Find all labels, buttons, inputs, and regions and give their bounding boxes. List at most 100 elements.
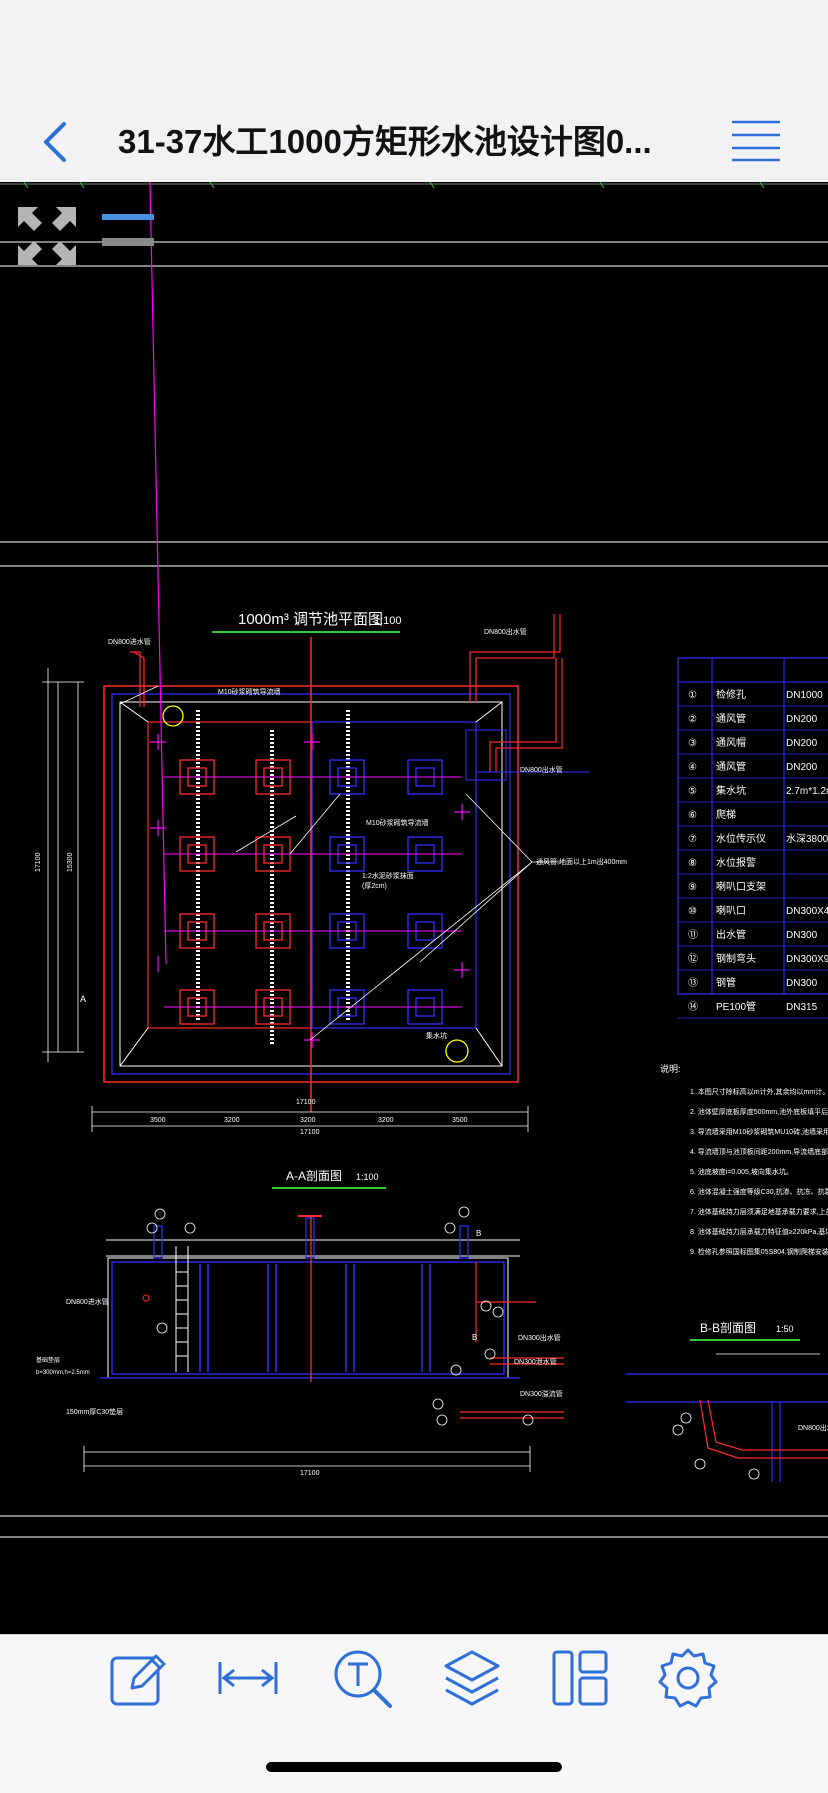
label-dn800-in-left: DN800进水管 xyxy=(66,1297,109,1306)
table-cell-spec: DN315 xyxy=(786,1002,818,1013)
table-cell-name: 钢制弯头 xyxy=(716,952,756,965)
dim-pitch-5: 3500 xyxy=(452,1117,468,1124)
zoom-out-icon[interactable] xyxy=(100,208,156,248)
text-search-icon[interactable] xyxy=(330,1646,394,1710)
table-cell-name: 通风管 xyxy=(716,712,746,725)
table-cell-no: ⑬ xyxy=(688,977,698,989)
table-cell-name: 集水坑 xyxy=(716,784,746,797)
fit-to-screen-icon[interactable] xyxy=(14,203,80,269)
label-thickness: (厚2cm) xyxy=(362,882,387,890)
table-cell-spec: DN300X90° xyxy=(786,954,828,965)
note-line: 5. 池底坡度i=0.005,坡向集水坑。 xyxy=(690,1167,793,1176)
table-cell-spec: DN1000 xyxy=(786,690,823,701)
note-line: 6. 池体混凝土强度等级C30,抗渗、抗冻、抗裂按设计要求。 xyxy=(690,1187,828,1196)
section-aa-scale: 1:100 xyxy=(356,1172,379,1182)
equipment-table: ① 检修孔 DN1000 ② 通风管 DN200 ③ 通风帽 DN200 ④ 通风管 DN200 ⑤ 集水… xyxy=(677,657,828,1019)
table-cell-no: ⑦ xyxy=(688,834,697,845)
navigation-bar xyxy=(0,0,828,182)
table-cell-no: ⑥ xyxy=(688,810,697,821)
notes-heading: 说明: xyxy=(660,1063,681,1074)
dim-pitch-3: 3200 xyxy=(300,1117,316,1124)
note-line: 1. 本图尺寸除标高以m计外,其余均以mm计。 xyxy=(690,1087,828,1096)
section-bb-title: B-B剖面图 xyxy=(700,1321,756,1335)
note-line: 9. 检修孔参照国标图集05S804,钢制爬梯安装详见图集。 xyxy=(690,1247,828,1256)
table-cell-no: ② xyxy=(688,714,697,725)
table-cell-spec: 水深3800 xyxy=(786,833,828,845)
section-bb-scale: 1:50 xyxy=(776,1324,794,1334)
label-vent: 通风管,地面以上1m出400mm xyxy=(536,857,627,866)
dim-bottom-inner: 17100 xyxy=(296,1099,316,1106)
section-bb: B-B剖面图 1:50 DN800出水管 xyxy=(626,1321,828,1482)
table-cell-spec: DN300 xyxy=(786,978,818,989)
label-dn300-overflow: DN300溢流管 xyxy=(520,1389,563,1398)
section-aa: A-A剖面图 1:100 xyxy=(36,1169,564,1477)
measure-icon[interactable] xyxy=(216,1646,280,1710)
table-cell-no: ④ xyxy=(688,762,697,773)
cad-drawing-canvas[interactable]: 1000m³ 调节池平面图 1:100 xyxy=(0,182,828,1634)
note-line: 4. 导流墙顶与池顶板间距200mm,导流墙底部预留2000mm。 xyxy=(690,1147,828,1156)
table-cell-no: ⑨ xyxy=(688,882,697,893)
table-cell-spec: DN300 xyxy=(786,930,818,941)
table-cell-spec: DN200 xyxy=(786,738,818,749)
table-cell-no: ⑩ xyxy=(688,906,697,917)
label-sump: 集水坑 xyxy=(426,1031,447,1040)
back-chevron-icon[interactable] xyxy=(36,118,76,166)
home-indicator[interactable] xyxy=(266,1762,562,1772)
table-cell-name: 通风帽 xyxy=(716,736,746,749)
label-baffle: M10砂浆砌筑导流墙 xyxy=(366,818,429,827)
table-cell-no: ⑤ xyxy=(688,786,697,797)
dim-aa-total: 17100 xyxy=(300,1470,320,1477)
table-cell-name: 检修孔 xyxy=(716,688,746,701)
table-cell-no: ① xyxy=(688,690,697,701)
note-line: 3. 导流墙采用M10砂浆砌筑MU10砖,池墙采用1:2水泥砂浆抹面。 xyxy=(690,1127,828,1136)
label-a: A xyxy=(80,994,86,1004)
table-cell-name: 水位传示仪 xyxy=(716,832,766,845)
table-cell-name: 爬梯 xyxy=(716,808,736,821)
dim-bottom-total: 17100 xyxy=(300,1129,320,1136)
table-cell-name: 通风管 xyxy=(716,760,746,773)
table-cell-no: ③ xyxy=(688,738,697,749)
dim-pitch-1: 3500 xyxy=(150,1117,166,1124)
settings-icon[interactable] xyxy=(656,1646,720,1710)
table-cell-spec: DN200 xyxy=(786,714,818,725)
table-cell-name: 钢管 xyxy=(716,976,736,989)
label-base-spec: b=300mm,h=2.5mm xyxy=(36,1370,90,1376)
label-b-top: B xyxy=(476,1229,481,1238)
label-base-c30: 150mm厚C30垫层 xyxy=(66,1407,123,1416)
plan-title: 1000m³ 调节池平面图 xyxy=(238,611,383,628)
dim-left-15300: 15300 xyxy=(67,852,74,872)
note-line: 2. 池体壁厚底板厚度500mm,池外底板填平后仍须夯实碾压。 xyxy=(690,1107,828,1116)
plan-view: 1000m³ 调节池平面图 1:100 xyxy=(35,182,627,1136)
table-cell-name: 喇叭口 xyxy=(716,905,746,917)
label-base-fill: 基础垫层 xyxy=(36,1356,60,1364)
table-cell-name: 喇叭口支架 xyxy=(716,881,766,893)
table-cell-no: ⑧ xyxy=(688,858,697,869)
note-line: 8. 池体基础持力层承载力特征值≥220kPa,基坑开挖后复核。 xyxy=(690,1227,828,1236)
table-cell-name: PE100管 xyxy=(716,1000,756,1013)
layers-icon[interactable] xyxy=(440,1646,504,1710)
label-dn300-out: DN300出水管 xyxy=(518,1333,561,1342)
design-notes: 说明: 1. 本图尺寸除标高以m计外,其余均以mm计。 2. 池体壁厚底板厚度50… xyxy=(660,1063,828,1256)
top-ticks xyxy=(23,182,765,189)
table-cell-no: ⑫ xyxy=(688,953,698,965)
table-cell-spec: DN200 xyxy=(786,762,818,773)
label-dn800-in-top: DN800进水管 xyxy=(108,637,151,646)
menu-icon[interactable] xyxy=(730,118,782,162)
drawing-frame-lines xyxy=(0,183,828,1538)
dim-pitch-4: 3200 xyxy=(378,1117,394,1124)
table-cell-no: ⑪ xyxy=(688,929,698,941)
table-cell-spec: DN300X450 xyxy=(786,906,828,917)
edit-icon[interactable] xyxy=(106,1646,170,1710)
label-dn800-out: DN800出水管 xyxy=(520,765,563,774)
document-title: 31-37水工1000方矩形水池设计图0... xyxy=(118,123,652,160)
label-plaster: 1:2水泥砂浆抹面 xyxy=(362,871,414,880)
label-b-bottom: B xyxy=(472,1333,477,1342)
table-cell-name: 水位报警 xyxy=(716,856,756,869)
layout-icon[interactable] xyxy=(548,1646,612,1710)
table-cell-no: ⑭ xyxy=(688,1001,698,1013)
note-line: 7. 池体基础持力层须满足地基承载力要求,上部覆土。 xyxy=(690,1207,828,1216)
table-cell-spec: 2.7m*1.2m xyxy=(786,786,828,797)
label-dn800-top: DN800出水管 xyxy=(484,627,527,636)
label-baffle-note: M10砂浆砌筑导流墙 xyxy=(218,687,281,696)
label-dn300-vent: DN300泄水管 xyxy=(514,1357,557,1366)
